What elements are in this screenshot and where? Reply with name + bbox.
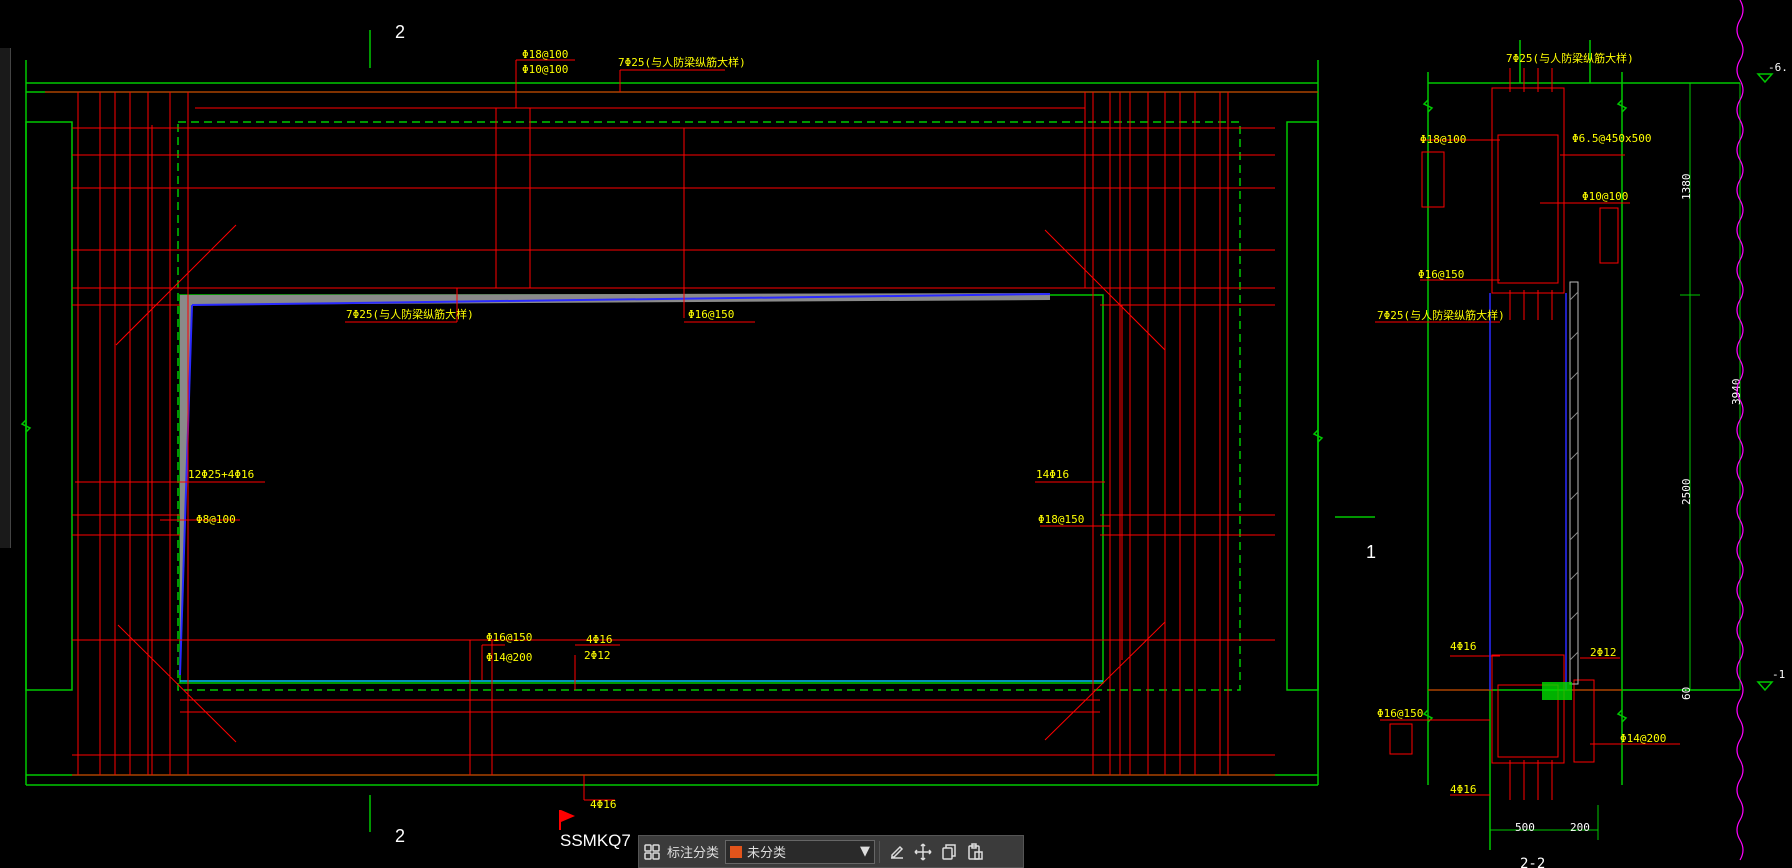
left-ruler bbox=[0, 48, 11, 548]
move-icon[interactable] bbox=[910, 839, 936, 865]
section-view-labels: 7Φ25(与人防梁纵筋大样) Φ18@100 Φ6.5@450x500 Φ10@… bbox=[1377, 51, 1666, 796]
elevation-top: -6. bbox=[1768, 61, 1788, 74]
sec-label-bot-1: 4Φ16 bbox=[1450, 640, 1477, 653]
chevron-down-icon: ▼ bbox=[860, 844, 871, 859]
category-label: 标注分类 bbox=[667, 846, 720, 861]
main-view-labels: Φ18@100 Φ10@100 7Φ25(与人防梁纵筋大样) 7Φ25(与人防梁… bbox=[188, 48, 1084, 811]
dim-2500: 2500 bbox=[1680, 479, 1693, 506]
section-mark-bottom: 2 bbox=[395, 826, 405, 846]
section-marks: 2 2 1 bbox=[395, 22, 1376, 846]
sec-label-stirrup-1: Φ18@100 bbox=[1420, 133, 1466, 146]
dim-1380: 1380 bbox=[1680, 174, 1693, 201]
label-bottom-e: 4Φ16 bbox=[590, 798, 617, 811]
waterstop-detail bbox=[1542, 682, 1572, 700]
label-bottom-b: Φ14@200 bbox=[486, 651, 532, 664]
category-dropdown[interactable]: 未分类 ▼ bbox=[725, 839, 876, 864]
dim-60: 60 bbox=[1680, 687, 1693, 700]
label-inner-mid: Φ16@150 bbox=[688, 308, 734, 321]
section-2-2-view: 1380 3940 2500 60 500 200 2-2 -6. -1 7Φ2… bbox=[1375, 0, 1788, 868]
toolbar-divider bbox=[879, 840, 881, 863]
copy-icon[interactable] bbox=[936, 839, 962, 865]
bent-rebar-shape bbox=[180, 293, 1050, 670]
section-title: 2-2 bbox=[1520, 856, 1545, 868]
label-bottom-a: Φ16@150 bbox=[486, 631, 532, 644]
flag-marker[interactable]: SSMKQ7 bbox=[559, 810, 631, 850]
group-icon[interactable] bbox=[639, 839, 665, 865]
annotation-toolbar: 标注分类 未分类 ▼ bbox=[638, 835, 1024, 868]
dimension-texts: 1380 3940 2500 60 500 200 2-2 -6. -1 bbox=[1515, 61, 1788, 868]
rebar-lines bbox=[45, 59, 1318, 801]
sec-label-bot-5: 4Φ16 bbox=[1450, 783, 1477, 796]
label-top-stirrup-a: Φ18@100 bbox=[522, 48, 568, 61]
section-mark-right: 1 bbox=[1366, 542, 1376, 562]
elevation-bottom: -1 bbox=[1772, 668, 1785, 681]
blue-edge-left bbox=[179, 304, 193, 676]
label-left-stirrup: Φ8@100 bbox=[196, 513, 236, 526]
label-right-stirrup: Φ18@150 bbox=[1038, 513, 1084, 526]
label-inner-top: 7Φ25(与人防梁纵筋大样) bbox=[346, 307, 474, 321]
sec-label-mid-main: 7Φ25(与人防梁纵筋大样) bbox=[1377, 308, 1505, 322]
flag-label: SSMKQ7 bbox=[560, 831, 631, 850]
sec-label-top-main: 7Φ25(与人防梁纵筋大样) bbox=[1506, 51, 1634, 65]
section-mark-top: 2 bbox=[395, 22, 405, 42]
main-elevation-view: Φ18@100 Φ10@100 7Φ25(与人防梁纵筋大样) 7Φ25(与人防梁… bbox=[20, 22, 1376, 850]
label-bottom-c: 4Φ16 bbox=[586, 633, 613, 646]
sec-label-bot-3: Φ16@150 bbox=[1377, 707, 1423, 720]
edit-icon[interactable] bbox=[884, 839, 910, 865]
category-value: 未分类 bbox=[747, 846, 787, 861]
category-color-swatch bbox=[730, 845, 743, 858]
dim-500: 500 bbox=[1515, 821, 1535, 834]
section-rebar bbox=[1375, 68, 1680, 800]
label-right-bars: 14Φ16 bbox=[1036, 468, 1069, 481]
sec-label-bot-4: Φ14@200 bbox=[1620, 732, 1666, 745]
dim-200: 200 bbox=[1570, 821, 1590, 834]
sec-label-stirrup-4: Φ16@150 bbox=[1418, 268, 1464, 281]
hatched-insulation bbox=[1569, 281, 1579, 685]
blue-edge-top bbox=[191, 293, 1051, 306]
label-top-stirrup-b: Φ10@100 bbox=[522, 63, 568, 76]
hatch-lines bbox=[1569, 291, 1579, 661]
dimension-lines bbox=[1490, 83, 1741, 840]
sec-label-bot-2: 2Φ12 bbox=[1590, 646, 1617, 659]
section-outline bbox=[1422, 40, 1774, 850]
label-bottom-d: 2Φ12 bbox=[584, 649, 611, 662]
paste-icon[interactable] bbox=[962, 839, 988, 865]
sec-label-stirrup-2: Φ6.5@450x500 bbox=[1572, 132, 1651, 145]
sec-label-stirrup-3: Φ10@100 bbox=[1582, 190, 1628, 203]
break-line bbox=[1736, 0, 1744, 861]
label-top-main: 7Φ25(与人防梁纵筋大样) bbox=[618, 55, 746, 69]
flag-icon-head bbox=[561, 810, 575, 822]
label-left-bars: 12Φ25+4Φ16 bbox=[188, 468, 254, 481]
